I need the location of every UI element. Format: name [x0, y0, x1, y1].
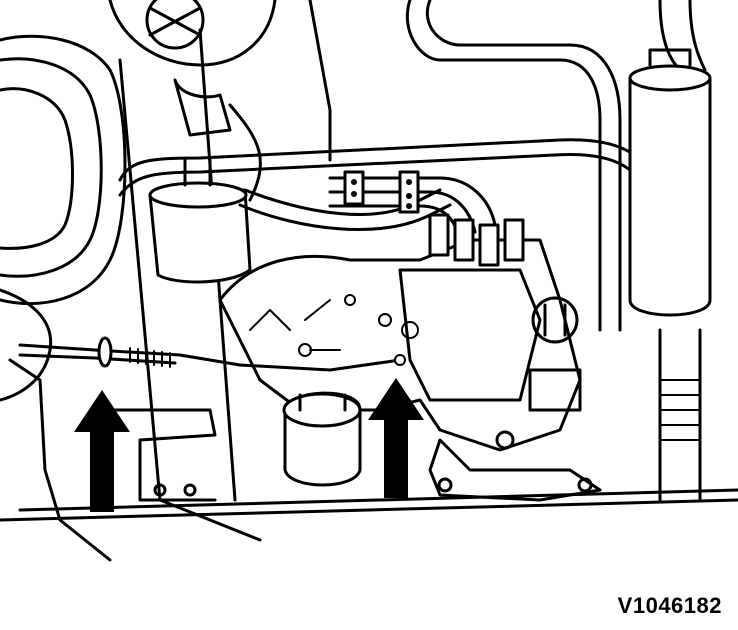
fuel-filter [148, 158, 252, 284]
arrow-right [368, 378, 424, 498]
lower-bracket [108, 408, 217, 502]
oil-filter [282, 391, 362, 487]
left-air-housing [0, 34, 127, 562]
injection-pump [218, 213, 602, 502]
arrow-left [74, 390, 130, 512]
figure-code: V1046182 [617, 593, 722, 618]
accumulator [628, 48, 712, 502]
throttle-cable [18, 336, 406, 372]
